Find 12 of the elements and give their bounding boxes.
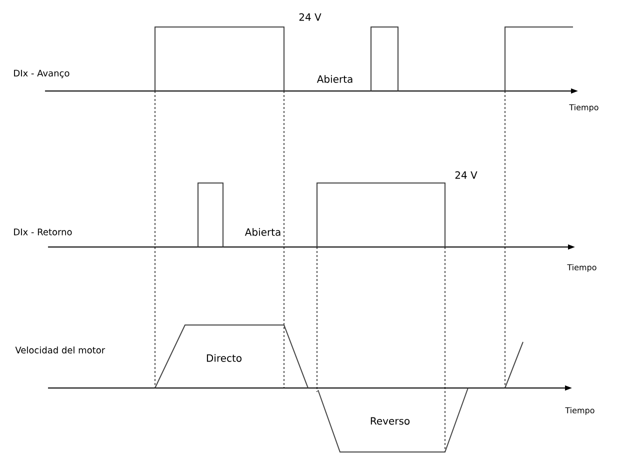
voltage-label: 24 V: [455, 171, 478, 179]
axis-label: Tiempo: [567, 264, 596, 272]
state-label: Directo: [206, 354, 242, 362]
voltage-label: 24 V: [299, 13, 322, 21]
signal-name: DIx - Avanço: [14, 70, 70, 78]
state-label: Reverso: [370, 417, 410, 425]
axis-label: Tiempo: [569, 104, 598, 112]
signal-name: DIx - Retorno: [14, 228, 72, 236]
axis-label: Tiempo: [565, 407, 594, 415]
state-label: Abierta: [244, 228, 280, 236]
state-label: Abierta: [316, 75, 352, 83]
signal-name: Velocidad del motor: [15, 346, 106, 354]
